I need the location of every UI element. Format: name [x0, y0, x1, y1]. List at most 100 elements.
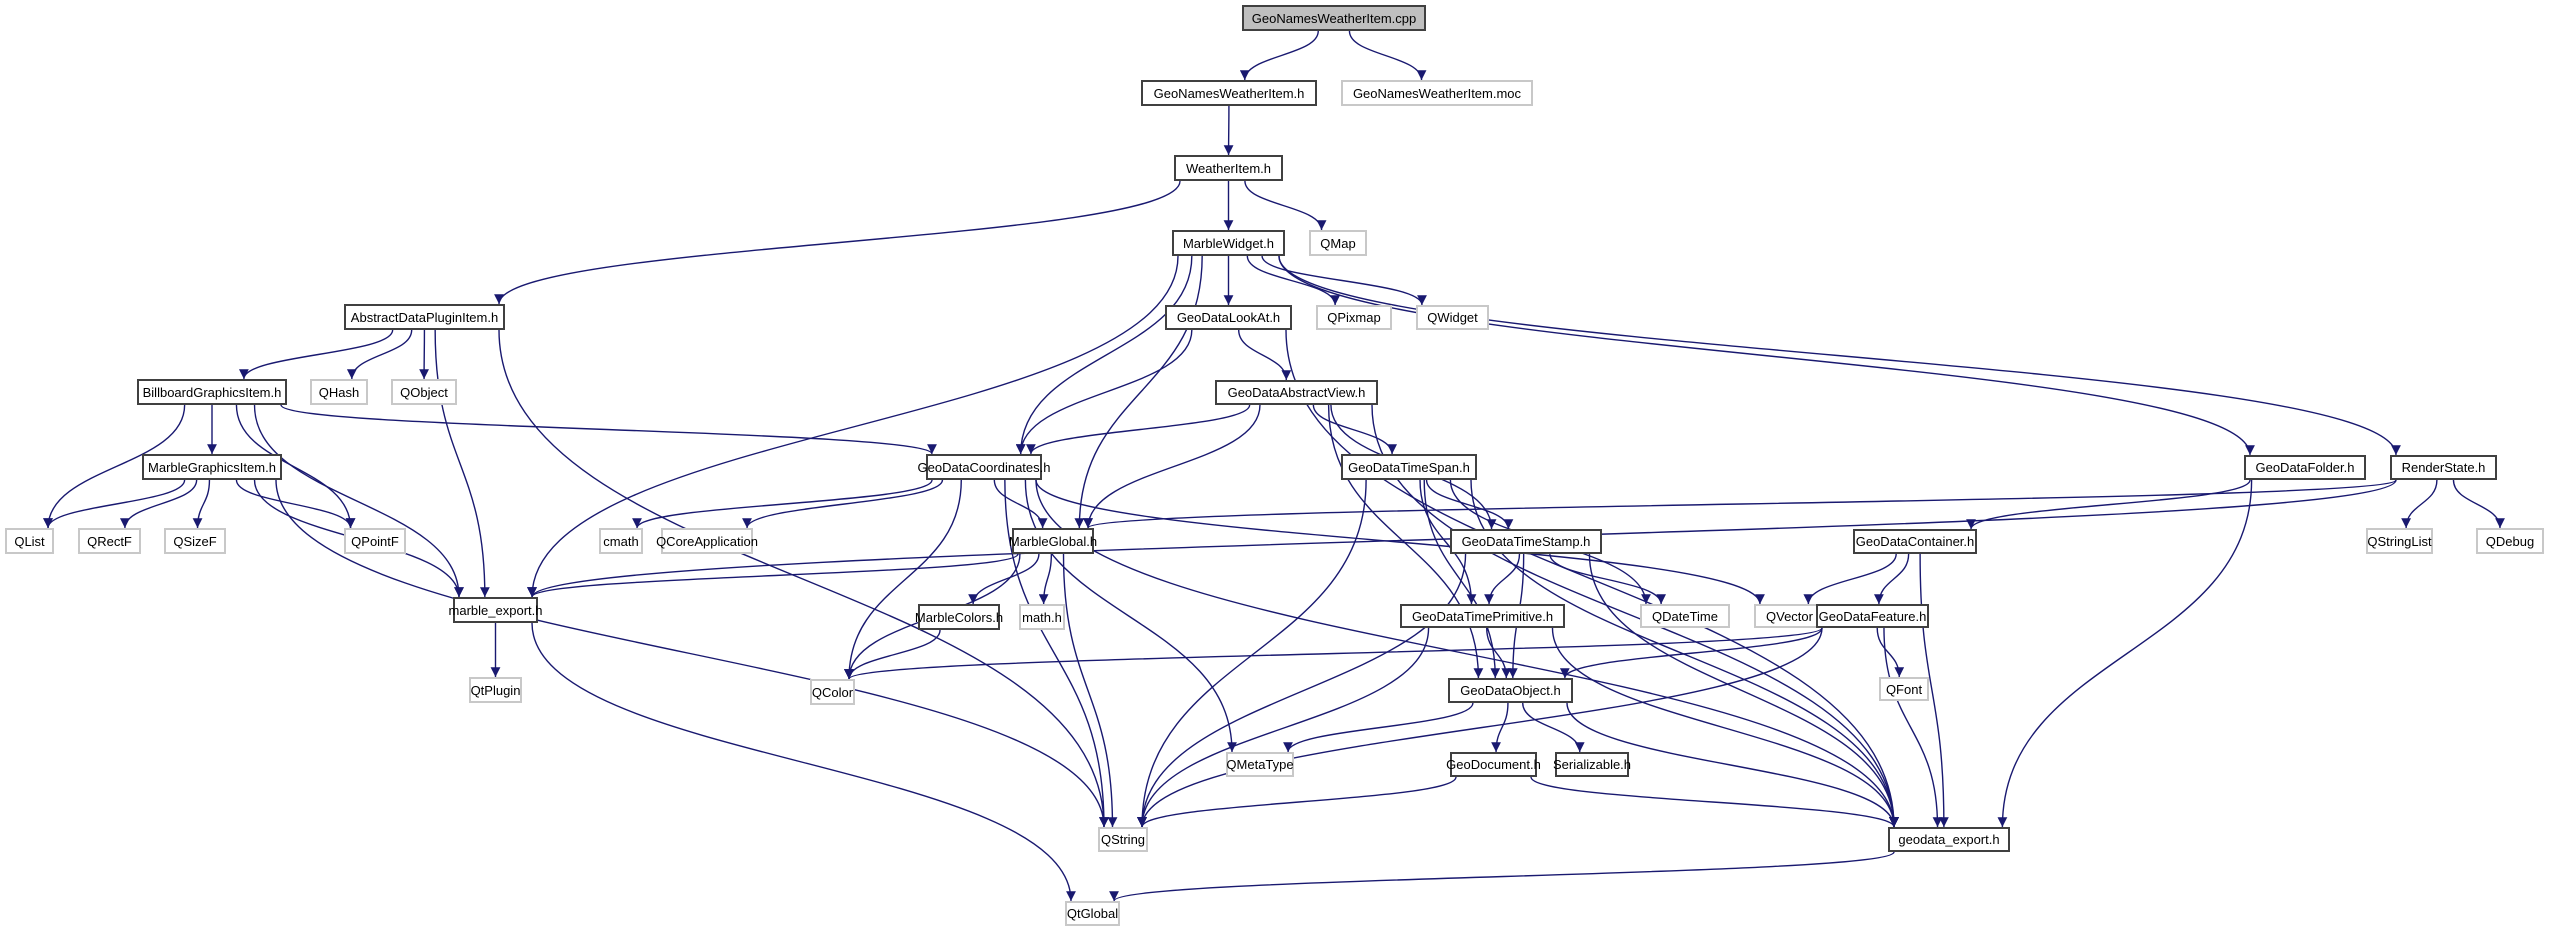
graph-node-qdebug: QDebug — [2476, 528, 2544, 554]
graph-node-qstring: QString — [1098, 827, 1148, 852]
graph-edge-gdla-to-gdc — [1015, 329, 1193, 455]
graph-edge-mglobal-to-qstring — [1062, 553, 1118, 828]
graph-edge-gdobj-to-gdexp — [1566, 702, 1899, 828]
graph-edge-gdc-to-mglobal — [993, 479, 1048, 529]
graph-edge-gdcont-to-gdexp — [1919, 553, 1949, 828]
graph-edge-gdfeat-to-gdexp — [1883, 627, 1943, 828]
graph-edge-gdtprim-to-gdobj — [1486, 627, 1512, 679]
graph-node-rstate[interactable]: RenderState.h — [2390, 455, 2497, 480]
graph-edge-adpi-to-mexp — [434, 329, 490, 598]
graph-edge-gdtstamp-to-qdatetime — [1549, 553, 1667, 605]
graph-node-qobject: QObject — [391, 379, 457, 405]
graph-node-gnwh[interactable]: GeoNamesWeatherItem.h — [1141, 80, 1317, 106]
graph-node-gddoc[interactable]: GeoDocument.h — [1446, 752, 1541, 777]
graph-edge-gdc-to-cmath — [632, 479, 933, 529]
graph-edge-wih-to-qmap — [1244, 180, 1327, 231]
graph-node-mgi[interactable]: MarbleGraphicsItem.h — [142, 454, 282, 480]
graph-edge-gdfeat-to-qcolor — [844, 627, 1823, 680]
graph-edge-gdav-to-gdc — [1026, 404, 1251, 455]
graph-node-gdav[interactable]: GeoDataAbstractView.h — [1215, 380, 1378, 405]
graph-edge-mgi-to-qstring — [275, 479, 1109, 828]
graph-edge-rstate-to-mglobal — [1083, 479, 2397, 529]
graph-edge-gdav-to-gdtspan — [1312, 404, 1397, 455]
graph-node-mwh[interactable]: MarbleWidget.h — [1172, 230, 1285, 256]
graph-node-gdtstamp[interactable]: GeoDataTimeStamp.h — [1450, 529, 1602, 554]
graph-node-qwidget: QWidget — [1416, 305, 1489, 330]
graph-node-cpp[interactable]: GeoNamesWeatherItem.cpp — [1242, 5, 1426, 31]
graph-edge-gdc-to-qcolor — [844, 479, 962, 680]
graph-node-adpi[interactable]: AbstractDataPluginItem.h — [344, 304, 505, 330]
graph-node-gdtspan[interactable]: GeoDataTimeSpan.h — [1341, 454, 1477, 480]
graph-node-gdfolder[interactable]: GeoDataFolder.h — [2244, 455, 2366, 480]
graph-node-mglobal[interactable]: MarbleGlobal.h — [1009, 528, 1097, 554]
graph-edge-mwh-to-rstate — [1278, 255, 2401, 456]
graph-node-gdexp[interactable]: geodata_export.h — [1888, 827, 2010, 852]
graph-edge-gdla-to-gdexp — [1285, 329, 1899, 828]
graph-node-bgi[interactable]: BillboardGraphicsItem.h — [137, 379, 287, 405]
graph-node-qmap: QMap — [1309, 230, 1367, 256]
graph-node-qlist: QList — [5, 528, 54, 554]
graph-node-wih[interactable]: WeatherItem.h — [1174, 155, 1283, 181]
graph-edge-gdc-to-qvector — [1035, 479, 1765, 605]
graph-edge-mwh-to-mexp — [527, 255, 1179, 598]
graph-edge-gdobj-to-qmetatype — [1283, 702, 1474, 753]
graph-node-gdfeat[interactable]: GeoDataFeature.h — [1816, 604, 1929, 628]
graph-edge-mgi-to-qsizef — [192, 479, 211, 529]
graph-node-moc: GeoNamesWeatherItem.moc — [1341, 80, 1533, 106]
graph-edge-mwh-to-mglobal — [1074, 255, 1203, 529]
graph-edge-cpp-to-moc — [1348, 30, 1427, 81]
graph-edge-cpp-to-gnwh — [1239, 30, 1319, 81]
graph-edge-mwh-to-gdfolder — [1278, 255, 2255, 456]
graph-node-cmath: cmath — [599, 528, 643, 554]
graph-edge-gddoc-to-gdexp — [1530, 776, 1899, 828]
graph-edge-mgi-to-qrectf — [120, 479, 198, 529]
graph-edge-rstate-to-qstringlist — [2401, 479, 2438, 529]
graph-node-qvector: QVector — [1754, 604, 1825, 628]
graph-node-gdla[interactable]: GeoDataLookAt.h — [1165, 305, 1292, 330]
graph-node-qdatetime: QDateTime — [1640, 604, 1730, 628]
graph-edge-mwh-to-qwidget — [1261, 255, 1427, 306]
graph-node-serial[interactable]: Serializable.h — [1553, 752, 1631, 777]
graph-edge-bgi-to-qlist — [43, 404, 186, 529]
graph-edge-gdobj-to-gddoc — [1491, 702, 1509, 753]
graph-node-qfont: QFont — [1879, 677, 1929, 701]
graph-node-qcoreapp: QCoreApplication — [656, 528, 758, 554]
graph-edge-mgi-to-qlist — [43, 479, 186, 529]
graph-edge-mglobal-to-mcolors — [968, 553, 1040, 605]
graph-node-qmetatype: QMetaType — [1226, 752, 1294, 777]
graph-edge-gdtspan-to-gdtprim — [1419, 479, 1477, 605]
graph-edge-mwh-to-qpixmap — [1246, 255, 1341, 306]
graph-edge-gdc-to-qcoreapp — [742, 479, 944, 529]
graph-node-qstringlist: QStringList — [2366, 528, 2433, 554]
graph-edge-gdav-to-gdexp — [1371, 404, 1899, 828]
graph-node-gdobj[interactable]: GeoDataObject.h — [1448, 678, 1573, 703]
graph-node-qhash: QHash — [310, 379, 368, 405]
graph-edge-gdcont-to-qvector — [1803, 553, 1897, 605]
graph-edge-wih-to-adpi — [494, 180, 1181, 305]
graph-edge-gdav-to-gdobj — [1327, 404, 1484, 679]
graph-edge-gdfolder-to-gdexp — [1997, 479, 2253, 828]
graph-edge-gdtspan-to-gdobj — [1423, 479, 1501, 679]
graph-edge-gdtspan-to-qstring — [1137, 479, 1367, 828]
graph-node-qrectf: QRectF — [78, 528, 141, 554]
graph-node-gdtprim[interactable]: GeoDataTimePrimitive.h — [1400, 604, 1565, 628]
graph-edge-gdtspan-to-gdtstamp — [1425, 479, 1514, 530]
graph-node-gdcont[interactable]: GeoDataContainer.h — [1853, 529, 1977, 554]
graph-edge-gdfeat-to-gdobj — [1560, 627, 1823, 679]
graph-node-mathh: math.h — [1019, 604, 1065, 630]
graph-node-qcolor: QColor — [810, 679, 855, 705]
graph-edge-bgi-to-gdc — [280, 404, 937, 455]
graph-edge-mglobal-to-mathh — [1038, 553, 1053, 605]
graph-edge-mwh-to-gdc — [1015, 255, 1193, 455]
graph-edge-gdfeat-to-qstring — [1137, 627, 1823, 828]
graph-node-qsizef: QSizeF — [164, 528, 226, 554]
graph-node-mexp[interactable]: marble_export.h — [449, 597, 542, 623]
graph-edge-rstate-to-qdebug — [2452, 479, 2505, 529]
graph-edge-mgi-to-qpointf — [235, 479, 356, 529]
graph-edge-gdtstamp-to-gdtprim — [1484, 553, 1521, 605]
graph-edge-adpi-to-bgi — [239, 329, 394, 380]
graph-node-gdc[interactable]: GeoDataCoordinates.h — [918, 454, 1051, 480]
graph-edge-mglobal-to-mexp — [527, 553, 1019, 598]
graph-node-qpointf: QPointF — [344, 528, 406, 554]
graph-node-mcolors[interactable]: MarbleColors.h — [915, 604, 1003, 630]
